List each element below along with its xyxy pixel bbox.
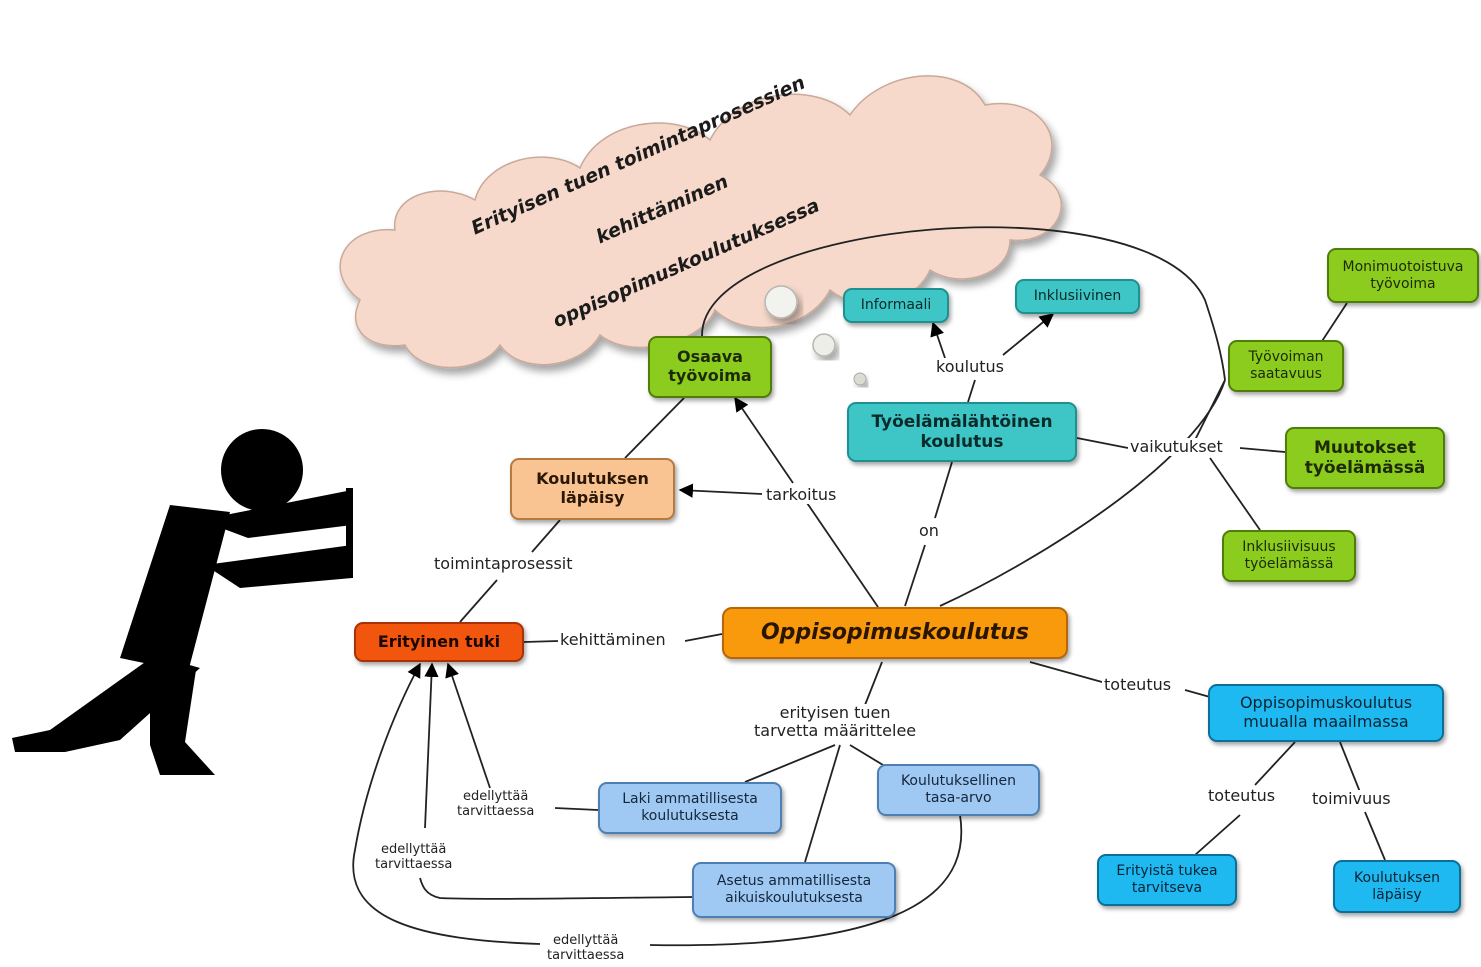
node-laki-ammatillisesta-koulutuksesta[interactable]: Laki ammatillisesta koulutuksesta: [598, 782, 782, 834]
node-osaava-tyovoima-label: Osaava työvoima: [668, 347, 752, 385]
link-label-on: on: [917, 521, 941, 541]
link-label-edellyttaa-3: edellyttää tarvittaessa: [545, 933, 627, 964]
node-erityista-tukea-tarvitseva-label: Erityistä tukea tarvitseva: [1116, 863, 1218, 896]
node-tyoelamalahtoinen-koulutus[interactable]: Työelämälähtöinen koulutus: [847, 402, 1077, 462]
pushing-figure-icon: [12, 429, 352, 775]
node-erityinen-tuki[interactable]: Erityinen tuki: [354, 622, 524, 662]
node-tyoelamalahtoinen-koulutus-label: Työelämälähtöinen koulutus: [871, 411, 1053, 452]
node-koulutuksen-lapaisy[interactable]: Koulutuksen läpäisy: [510, 458, 675, 520]
node-inklusiivinen[interactable]: Inklusiivinen: [1015, 279, 1140, 314]
node-monimuotoistuva-tyovoima[interactable]: Monimuotoistuva työvoima: [1327, 248, 1479, 303]
node-muutokset-tyoelamassa[interactable]: Muutokset työelämässä: [1285, 427, 1445, 489]
node-informaali[interactable]: Informaali: [843, 288, 949, 323]
node-inklusiivisuus-tyoelamassa-label: Inklusiivisuus työelämässä: [1242, 539, 1336, 572]
node-laki-label: Laki ammatillisesta koulutuksesta: [622, 791, 758, 824]
node-muutokset-tyoelamassa-label: Muutokset työelämässä: [1304, 437, 1426, 478]
link-label-maarittelee: erityisen tuen tarvetta määrittelee: [752, 703, 919, 741]
node-monimuotoistuva-tyovoima-label: Monimuotoistuva työvoima: [1342, 258, 1464, 292]
link-label-edellyttaa-1: edellyttää tarvittaessa: [455, 789, 537, 820]
node-muualla-maailmassa[interactable]: Oppisopimuskoulutus muualla maailmassa: [1208, 684, 1444, 742]
node-inklusiivinen-label: Inklusiivinen: [1033, 288, 1122, 305]
link-label-koulutus: koulutus: [934, 357, 1006, 377]
connectors: [352, 226, 1386, 947]
link-label-toimintaprosessit: toimintaprosessit: [432, 554, 575, 574]
node-koulutuksen-lapaisy-2[interactable]: Koulutuksen läpäisy: [1333, 860, 1461, 913]
node-informaali-label: Informaali: [860, 297, 932, 314]
node-inklusiivisuus-tyoelamassa[interactable]: Inklusiivisuus työelämässä: [1222, 530, 1356, 582]
link-label-kehittaminen: kehittäminen: [558, 630, 668, 650]
pushing-wall: [346, 488, 353, 578]
link-label-toteutus: toteutus: [1102, 675, 1174, 695]
thought-bubble-medium: [812, 333, 836, 357]
node-muualla-maailmassa-label: Oppisopimuskoulutus muualla maailmassa: [1239, 693, 1413, 731]
link-label-vaikutukset: vaikutukset: [1128, 437, 1225, 457]
node-tyovoiman-saatavuus[interactable]: Työvoiman saatavuus: [1228, 340, 1344, 392]
node-asetus-ammatillisesta-aikuiskoulutuksesta[interactable]: Asetus ammatillisesta aikuiskoulutuksest…: [692, 862, 896, 918]
node-erityinen-tuki-label: Erityinen tuki: [377, 631, 501, 651]
node-oppisopimuskoulutus[interactable]: Oppisopimuskoulutus: [722, 607, 1068, 659]
thought-bubble-small: [853, 372, 867, 386]
link-label-edellyttaa-2: edellyttää tarvittaessa: [373, 842, 455, 873]
node-asetus-label: Asetus ammatillisesta aikuiskoulutuksest…: [716, 873, 872, 906]
node-koulutuksen-lapaisy-label: Koulutuksen läpäisy: [536, 469, 649, 507]
node-koulutuksen-lapaisy-2-label: Koulutuksen läpäisy: [1354, 869, 1440, 903]
link-label-tarkoitus: tarkoitus: [764, 485, 839, 505]
node-osaava-tyovoima[interactable]: Osaava työvoima: [648, 336, 772, 398]
node-koulutuksellinen-tasa-arvo-label: Koulutuksellinen tasa-arvo: [900, 773, 1017, 806]
node-koulutuksellinen-tasa-arvo[interactable]: Koulutuksellinen tasa-arvo: [877, 764, 1040, 816]
link-label-toimivuus: toimivuus: [1310, 789, 1393, 809]
node-erityista-tukea-tarvitseva[interactable]: Erityistä tukea tarvitseva: [1097, 854, 1237, 906]
link-label-toteutus-2: toteutus: [1206, 786, 1278, 806]
node-oppisopimuskoulutus-label: Oppisopimuskoulutus: [760, 620, 1030, 646]
node-tyovoiman-saatavuus-label: Työvoiman saatavuus: [1248, 349, 1324, 382]
thought-bubble-large: [764, 285, 798, 319]
